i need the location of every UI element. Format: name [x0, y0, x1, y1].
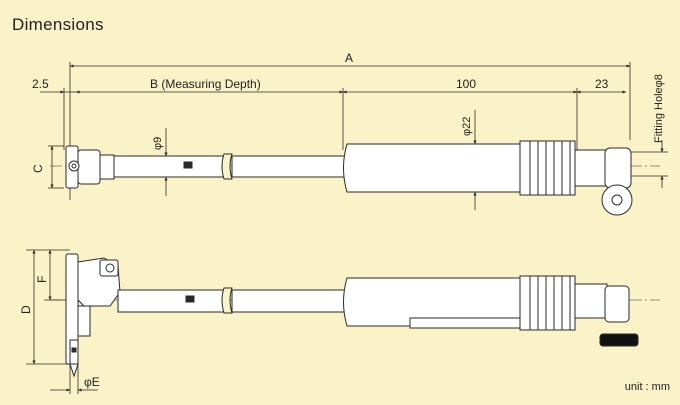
label-d: D — [19, 305, 33, 314]
label-f: F — [35, 276, 49, 283]
fitting-hole-dimension — [628, 140, 668, 188]
label-c: C — [31, 164, 45, 173]
label-e: φE — [84, 375, 100, 389]
label-head-length: 23 — [595, 77, 609, 91]
label-offset: 2.5 — [32, 77, 49, 91]
label-a: A — [345, 51, 353, 65]
gauge-top-view — [50, 140, 660, 216]
label-fitting-hole: Fitting Holeφ8 — [653, 74, 665, 143]
label-b: B (Measuring Depth) — [150, 77, 261, 91]
knurled-knob — [599, 333, 639, 347]
label-body-length: 100 — [456, 77, 476, 91]
label-diam-22: φ22 — [461, 117, 473, 136]
rod-break-side — [221, 287, 233, 314]
label-diam-9: φ9 — [152, 137, 164, 150]
dimension-row-2 — [40, 88, 627, 150]
dimension-c — [48, 145, 64, 189]
dimension-d-f — [26, 249, 70, 365]
diameter-callouts — [164, 110, 477, 210]
rod-break — [221, 153, 233, 180]
dimension-e — [50, 364, 98, 394]
panel-title: Dimensions — [12, 15, 104, 34]
gauge-side-view — [50, 253, 660, 378]
unit-note: unit : mm — [624, 381, 670, 393]
